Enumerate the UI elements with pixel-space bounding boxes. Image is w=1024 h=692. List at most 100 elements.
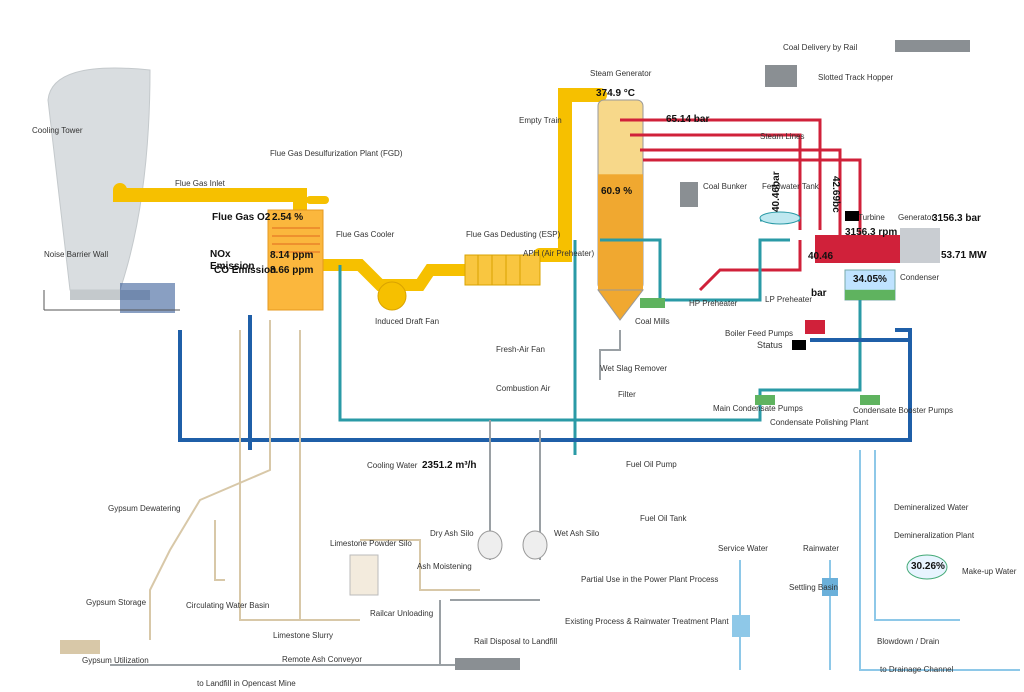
label-flue-gas-cooler: Flue Gas Cooler [336,230,395,239]
esp-unit [464,254,541,286]
label-landfill: to Landfill in Opencast Mine [197,679,296,688]
steam-pressure: 65.14 bar [666,114,710,125]
cooling-tower [43,67,180,313]
label-flue-gas-dedusting: Flue Gas Dedusting (ESP) [466,230,561,239]
lp-pressure-value: 40.46 [808,251,834,262]
label-induced-draft-fan: Induced Draft Fan [375,317,440,326]
label-flue-gas-inlet: Flue Gas Inlet [175,179,225,188]
label-coal-mills: Coal Mills [635,317,670,326]
label-empty-train: Empty Train [519,116,562,125]
slotted-track-hopper-icon [765,65,797,87]
turbine [815,235,900,263]
label-boiler-feed-pumps: Boiler Feed Pumps [725,329,794,338]
label-feedwater-tank: Feedwater Tank [762,182,819,191]
label-blowdown: Blowdown / Drain [877,637,940,646]
label-service-water: Service Water [718,544,768,553]
co-emission-label: CO Emission [214,265,277,276]
steam-generator [597,99,645,321]
settling-basin [822,578,838,596]
label-gypsum-storage: Gypsum Storage [86,598,147,607]
label-combustion-air: Combustion Air [496,384,551,393]
nox-value: 8.14 ppm [270,250,314,261]
vertical-pressure-a: 40.46bar [771,171,782,212]
label-rainwater: Rainwater [803,544,840,553]
label-condenser: Condenser [900,273,940,282]
condensate-booster-pumps [860,395,880,405]
nox-emission-label: Emission [210,261,255,272]
label-fgd: Flue Gas Desulfurization Plant (FGD) [270,149,403,158]
steam-lines [620,118,862,292]
lp-pressure-unit: bar [811,288,827,299]
label-wet-slag-remover: Wet Slag Remover [600,364,667,373]
condenser-level-fill [845,289,895,300]
steam-temperature: 374.9 °C [596,88,636,99]
label-fresh-air-fan: Fresh-Air Fan [496,345,545,354]
induced-draft-fan [377,281,407,311]
label-existing-process: Existing Process & Rainwater Treatment P… [565,617,729,626]
treatment-plant [732,615,750,637]
label-hp-preheater: HP Preheater [689,299,738,308]
power-output: 53.71 MW [941,250,987,261]
label-limestone-slurry: Limestone Slurry [273,631,334,640]
label-generator: Generator [898,213,935,222]
boiler-feed-pumps [805,320,825,334]
label-dry-ash-silo: Dry Ash Silo [430,529,474,538]
label-noise-barrier-wall: Noise Barrier Wall [44,250,109,259]
turbine-indicator [845,211,859,221]
label-partial-use: Partial Use in the Power Plant Process [581,575,719,584]
label-filter: Filter [618,390,636,399]
label-drainage: to Drainage Channel [880,665,954,674]
flue-o2-value: 2.54 % [272,212,304,223]
label-settling-basin: Settling Basin [789,583,838,592]
label-railcar-unloading: Railcar Unloading [370,609,434,618]
generator [900,228,940,263]
coal-bunker-icon [680,182,698,207]
flue-o2-label: Flue Gas O2 [212,212,271,223]
label-coal-delivery: Coal Delivery by Rail [783,43,858,52]
label-slotted-track-hopper: Slotted Track Hopper [818,73,894,82]
label-makeup-water: Make-up Water [962,567,1017,576]
main-condensate-pumps [755,395,775,405]
label-steam-lines: Steam Lines [760,132,805,141]
label-condensate-booster: Condensate Booster Pumps [853,406,954,415]
label-wet-ash-silo: Wet Ash Silo [554,529,600,538]
label-rail-disposal: Rail Disposal to Landfill [474,637,558,646]
turbine-speed: 3156.3 rpm [845,227,898,238]
generator-pressure: 3156.3 bar [932,213,981,224]
dry-ash-silo [477,530,503,560]
feedwater-lines [338,218,862,455]
cooling-water-lines [178,315,912,450]
label-gypsum-dewatering: Gypsum Dewatering [108,504,181,513]
nox-label: NOx [210,249,231,260]
label-gypsum-utilization: Gypsum Utilization [82,656,149,665]
wet-ash-silo [522,530,548,560]
label-lp-preheater: LP Preheater [765,295,812,304]
gypsum-lines [149,320,480,640]
demin-plant-tank [906,554,948,580]
label-cooling-tower: Cooling Tower [32,126,83,135]
label-demin-water: Demineralized Water [894,503,969,512]
label-turbine: Turbine [858,213,885,222]
coal-mills-pump [640,298,665,308]
label-aph: APH (Air Preheater) [523,249,595,258]
coal-train-icon [895,40,970,52]
gypsum-truck-icon [60,640,100,654]
label-condensate-polishing: Condensate Polishing Plant [770,418,869,427]
limestone-silo [349,554,379,596]
condenser-level: 34.05% [853,274,887,285]
label-limestone-powder-silo: Limestone Powder Silo [330,539,412,548]
ash-lines [110,330,621,666]
label-circulating-water-basin: Circulating Water Basin [186,601,270,610]
rail-disposal-train-icon [455,658,520,670]
label-remote-ash-conveyor: Remote Ash Conveyor [282,655,363,664]
demin-level: 30.26% [911,561,945,572]
label-cooling-water: Cooling Water [367,461,418,470]
label-fuel-oil-tank: Fuel Oil Tank [640,514,687,523]
label-fuel-oil-pump: Fuel Oil Pump [626,460,677,469]
label-coal-bunker: Coal Bunker [703,182,748,191]
cooling-water-flow: 2351.2 m³/h [422,460,477,471]
label-steam-generator: Steam Generator [590,69,652,78]
vertical-pressure-b: 42.69bc [830,176,841,213]
status-indicator [792,340,806,350]
